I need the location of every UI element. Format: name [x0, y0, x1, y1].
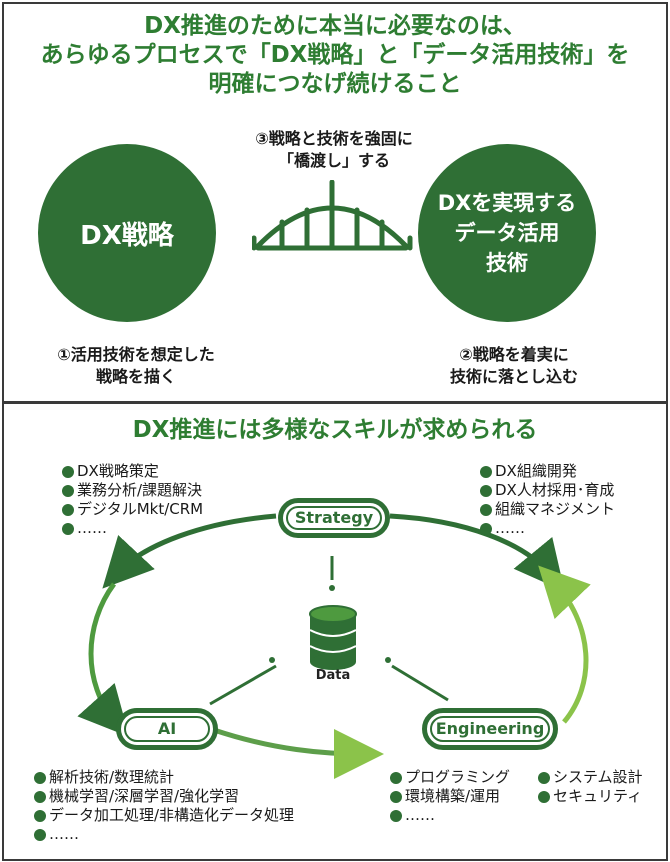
dx-strategy-label: DX戦略: [80, 220, 174, 251]
ai-skills-list: 解析技術/数理統計 機械学習/深層学習/強化学習 データ加工処理/非構造化データ…: [34, 768, 294, 844]
connector-dot-strategy: [329, 585, 335, 591]
caption-right-line-2: 技術に落とし込む: [449, 367, 578, 386]
engineering-node-label: Engineering: [435, 719, 545, 738]
bullet-dot: [390, 771, 402, 784]
bullet-dot: [538, 790, 550, 803]
bullet-dot: [34, 771, 46, 784]
skill-text: ……: [405, 806, 435, 824]
list-item: データ加工処理/非構造化データ処理: [34, 806, 294, 825]
bullet-dot: [480, 484, 492, 497]
bullet-dot: [480, 522, 492, 535]
skill-text: DX戦略策定: [77, 462, 159, 480]
top-title: DX推進のために本当に必要なのは、 あらゆるプロセスで「DX戦略」と「データ活用…: [4, 12, 666, 99]
skill-text: セキュリティ: [553, 787, 643, 805]
list-item: 環境構築/運用: [390, 787, 510, 806]
caption-left-line-2: 戦略を描く: [95, 367, 176, 386]
arrow-strategy-to-engineering: [389, 513, 565, 592]
arrow-strategy-to-ai-top: [102, 513, 277, 589]
bullet-dot: [34, 790, 46, 803]
bullet-dot: [34, 809, 46, 822]
skill-text: データ加工処理/非構造化データ処理: [49, 806, 295, 824]
top-title-line-1: DX推進のために本当に必要なのは、: [144, 13, 526, 39]
engineering-node: Engineering: [422, 708, 558, 750]
skills-panel: DX推進には多様なスキルが求められる: [2, 402, 668, 861]
arrow-engineering-up: [538, 565, 591, 724]
skill-text: 組織マネジメント: [495, 500, 616, 518]
dx-strategy-circle: DX戦略: [38, 144, 216, 322]
skill-text: デジタルMkt/CRM: [77, 500, 204, 518]
list-item: DX人材採用･育成: [480, 481, 615, 500]
list-item: システム設計: [538, 768, 643, 787]
bullet-dot: [62, 484, 74, 497]
data-label: Data: [315, 668, 351, 683]
skills-title: DX推進には多様なスキルが求められる: [4, 416, 666, 445]
connector-dot-engineering: [385, 657, 391, 663]
skill-text: ……: [49, 825, 79, 843]
list-item: 解析技術/数理統計: [34, 768, 294, 787]
data-tech-line-2: データ活用: [454, 221, 560, 245]
list-item: プログラミング: [390, 768, 510, 787]
skill-text: 環境構築/運用: [405, 787, 501, 805]
skill-text: ……: [77, 519, 107, 537]
bullet-dot: [480, 465, 492, 478]
list-item: DX戦略策定: [62, 462, 203, 481]
bullet-dot: [34, 828, 46, 841]
bullet-dot: [538, 771, 550, 784]
bullet-dot: [62, 522, 74, 535]
skill-text: DX人材採用･育成: [495, 481, 615, 499]
list-item: デジタルMkt/CRM: [62, 500, 203, 519]
connector-ai-data: [209, 664, 277, 706]
bullet-dot: [480, 503, 492, 516]
bridge-caption-line-1: ③戦略と技術を強固に: [255, 129, 413, 148]
skill-text: 解析技術/数理統計: [49, 768, 175, 786]
skills-cycle-diagram: [77, 513, 591, 779]
caption-right: ②戦略を着実に 技術に落とし込む: [414, 344, 614, 388]
connector-engineering-data: [391, 664, 449, 702]
strategy-node: Strategy: [278, 498, 390, 538]
bridge-icon: [252, 180, 413, 251]
list-item: 機械学習/深層学習/強化学習: [34, 787, 294, 806]
bullet-dot: [62, 503, 74, 516]
bullet-dot: [62, 465, 74, 478]
strategy-skills-list: DX戦略策定 業務分析/課題解決 デジタルMkt/CRM ……: [62, 462, 203, 538]
engineering-skills-list-2: システム設計 セキュリティ: [538, 768, 643, 806]
bridge-caption: ③戦略と技術を強固に 「橋渡し」する: [234, 128, 434, 172]
database-icon: [309, 605, 357, 670]
ai-node-label: AI: [157, 719, 177, 738]
skill-text: DX組織開発: [495, 462, 577, 480]
skill-text: システム設計: [553, 768, 643, 786]
list-item: 組織マネジメント: [480, 500, 615, 519]
list-item: ……: [34, 825, 294, 844]
bullet-dot: [390, 790, 402, 803]
skill-text: ……: [495, 519, 525, 537]
data-tech-line-3: 技術: [486, 251, 528, 275]
bridge-caption-line-2: 「橋渡し」する: [277, 151, 390, 170]
skill-text: プログラミング: [405, 768, 511, 786]
top-title-line-2: あらゆるプロセスで「DX戦略」と「データ活用技術」を: [40, 42, 630, 68]
list-item: ……: [390, 806, 510, 825]
list-item: ……: [480, 519, 615, 538]
data-tech-circle: DXを実現する データ活用 技術: [418, 144, 596, 322]
caption-right-line-1: ②戦略を着実に: [459, 345, 569, 364]
skill-text: 業務分析/課題解決: [77, 481, 203, 499]
strategy-technology-panel: DX推進のために本当に必要なのは、 あらゆるプロセスで「DX戦略」と「データ活用…: [2, 2, 668, 403]
arrow-left-to-ai: [77, 582, 130, 737]
engineering-skills-list-1: プログラミング 環境構築/運用 ……: [390, 768, 510, 825]
top-title-line-3: 明確につなげ続けること: [208, 71, 462, 97]
list-item: セキュリティ: [538, 787, 643, 806]
list-item: ……: [62, 519, 203, 538]
list-item: DX組織開発: [480, 462, 615, 481]
org-skills-list: DX組織開発 DX人材採用･育成 組織マネジメント ……: [480, 462, 615, 538]
connector-dot-ai: [269, 657, 275, 663]
caption-left: ①活用技術を想定した 戦略を描く: [26, 344, 246, 388]
caption-left-line-1: ①活用技術を想定した: [57, 345, 215, 364]
list-item: 業務分析/課題解決: [62, 481, 203, 500]
skills-title-text: DX推進には多様なスキルが求められる: [132, 417, 538, 443]
strategy-node-label: Strategy: [294, 508, 374, 527]
ai-node: AI: [116, 708, 218, 750]
skill-text: 機械学習/深層学習/強化学習: [49, 787, 240, 805]
bullet-dot: [390, 809, 402, 822]
arrow-ai-to-engineering: [213, 727, 384, 779]
data-tech-line-1: DXを実現する: [437, 191, 577, 215]
